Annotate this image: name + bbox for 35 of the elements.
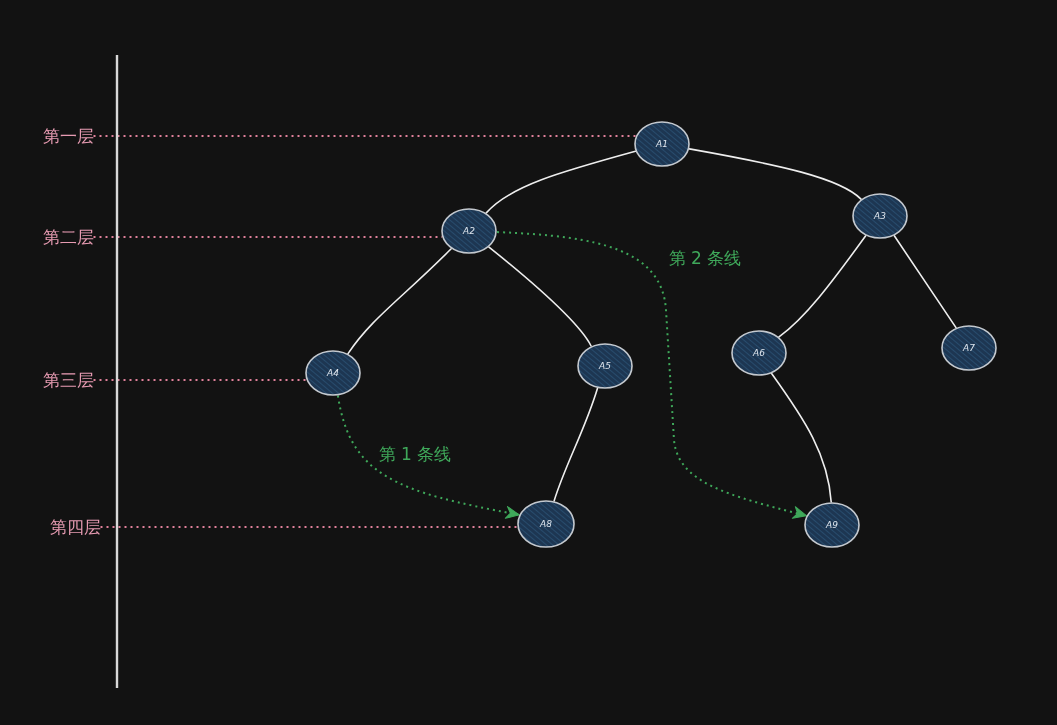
node-circle [941, 325, 997, 371]
tree-edge [770, 372, 832, 503]
tree-edge [347, 248, 452, 355]
tree-edge [485, 150, 637, 214]
level-label: 第三层 [42, 370, 94, 390]
node-circle [305, 350, 361, 396]
tree-edge [553, 387, 599, 502]
node-label: A4 [327, 368, 339, 378]
tree-edge [488, 246, 592, 347]
node-circle [441, 208, 497, 254]
node-label: A1 [656, 139, 668, 149]
node-circle [852, 193, 908, 239]
node-circle [634, 121, 690, 167]
node-label: A2 [463, 226, 475, 236]
node-label: A3 [874, 211, 886, 221]
node-label: A9 [826, 520, 838, 530]
dotted-guide-line [99, 526, 519, 528]
tree-edge [893, 235, 957, 329]
level-label: 第四层 [49, 517, 101, 537]
level-label: 第二层 [42, 227, 94, 247]
node-label: A5 [599, 361, 611, 371]
dotted-guide-line [92, 135, 637, 137]
node-circle [804, 502, 860, 548]
dotted-arrow [496, 231, 808, 519]
node-circle [577, 343, 633, 389]
node-label: A7 [963, 343, 975, 353]
level-label: 第一层 [42, 126, 94, 146]
tree-edge [688, 148, 862, 200]
node-circle [731, 330, 787, 376]
dotted-guide-line [92, 379, 308, 381]
node-label: A6 [753, 348, 765, 358]
node-circle [517, 500, 575, 548]
dotted-arrow [336, 394, 521, 519]
node-label: A8 [540, 519, 552, 529]
tree-edge [778, 235, 867, 338]
